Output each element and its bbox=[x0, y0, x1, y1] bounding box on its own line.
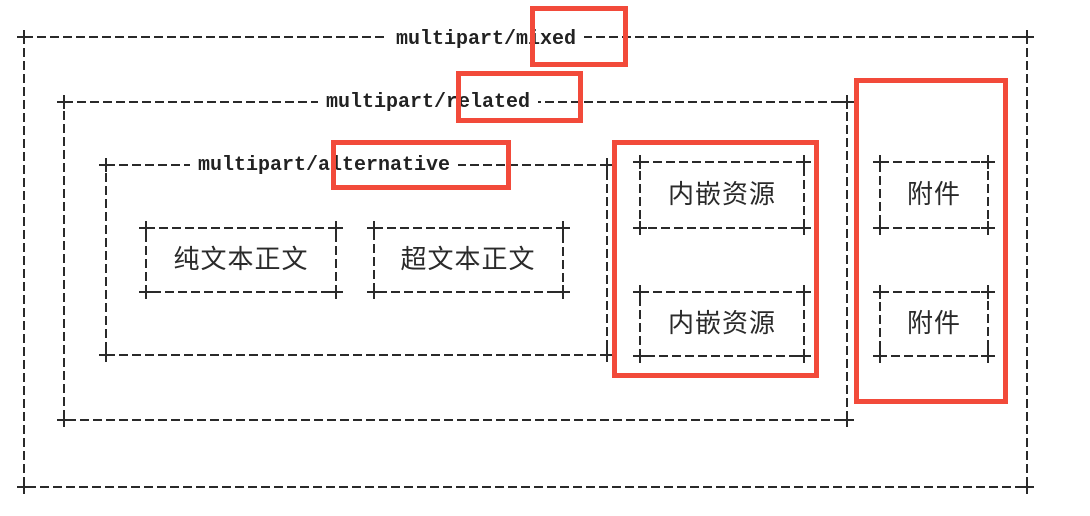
plain-text-body-label: 纯文本正文 bbox=[173, 245, 309, 275]
attachment-box-2 bbox=[879, 291, 989, 357]
attachment-label-2: 附件 bbox=[906, 309, 962, 339]
embedded-resource-label-1: 内嵌资源 bbox=[667, 180, 777, 210]
embedded-box-2 bbox=[639, 291, 805, 357]
highlight-embedded-resources bbox=[612, 140, 819, 378]
rich-text-box bbox=[373, 227, 564, 293]
related-label: multipart/related bbox=[318, 91, 539, 115]
attachment-label-1: 附件 bbox=[906, 180, 962, 210]
embedded-resource-label-2: 内嵌资源 bbox=[667, 309, 777, 339]
attachment-box-1 bbox=[879, 161, 989, 229]
highlight-mixed bbox=[530, 6, 628, 67]
highlight-attachments bbox=[854, 78, 1008, 404]
highlight-alternative bbox=[331, 140, 511, 190]
alternative-label: multipart/alternative bbox=[190, 154, 459, 178]
corner-plus-marks bbox=[17, 30, 1034, 494]
rich-text-body-label: 超文本正文 bbox=[400, 245, 536, 275]
highlight-related bbox=[456, 71, 583, 123]
plain-text-box bbox=[145, 227, 337, 293]
embedded-box-1 bbox=[639, 161, 805, 229]
